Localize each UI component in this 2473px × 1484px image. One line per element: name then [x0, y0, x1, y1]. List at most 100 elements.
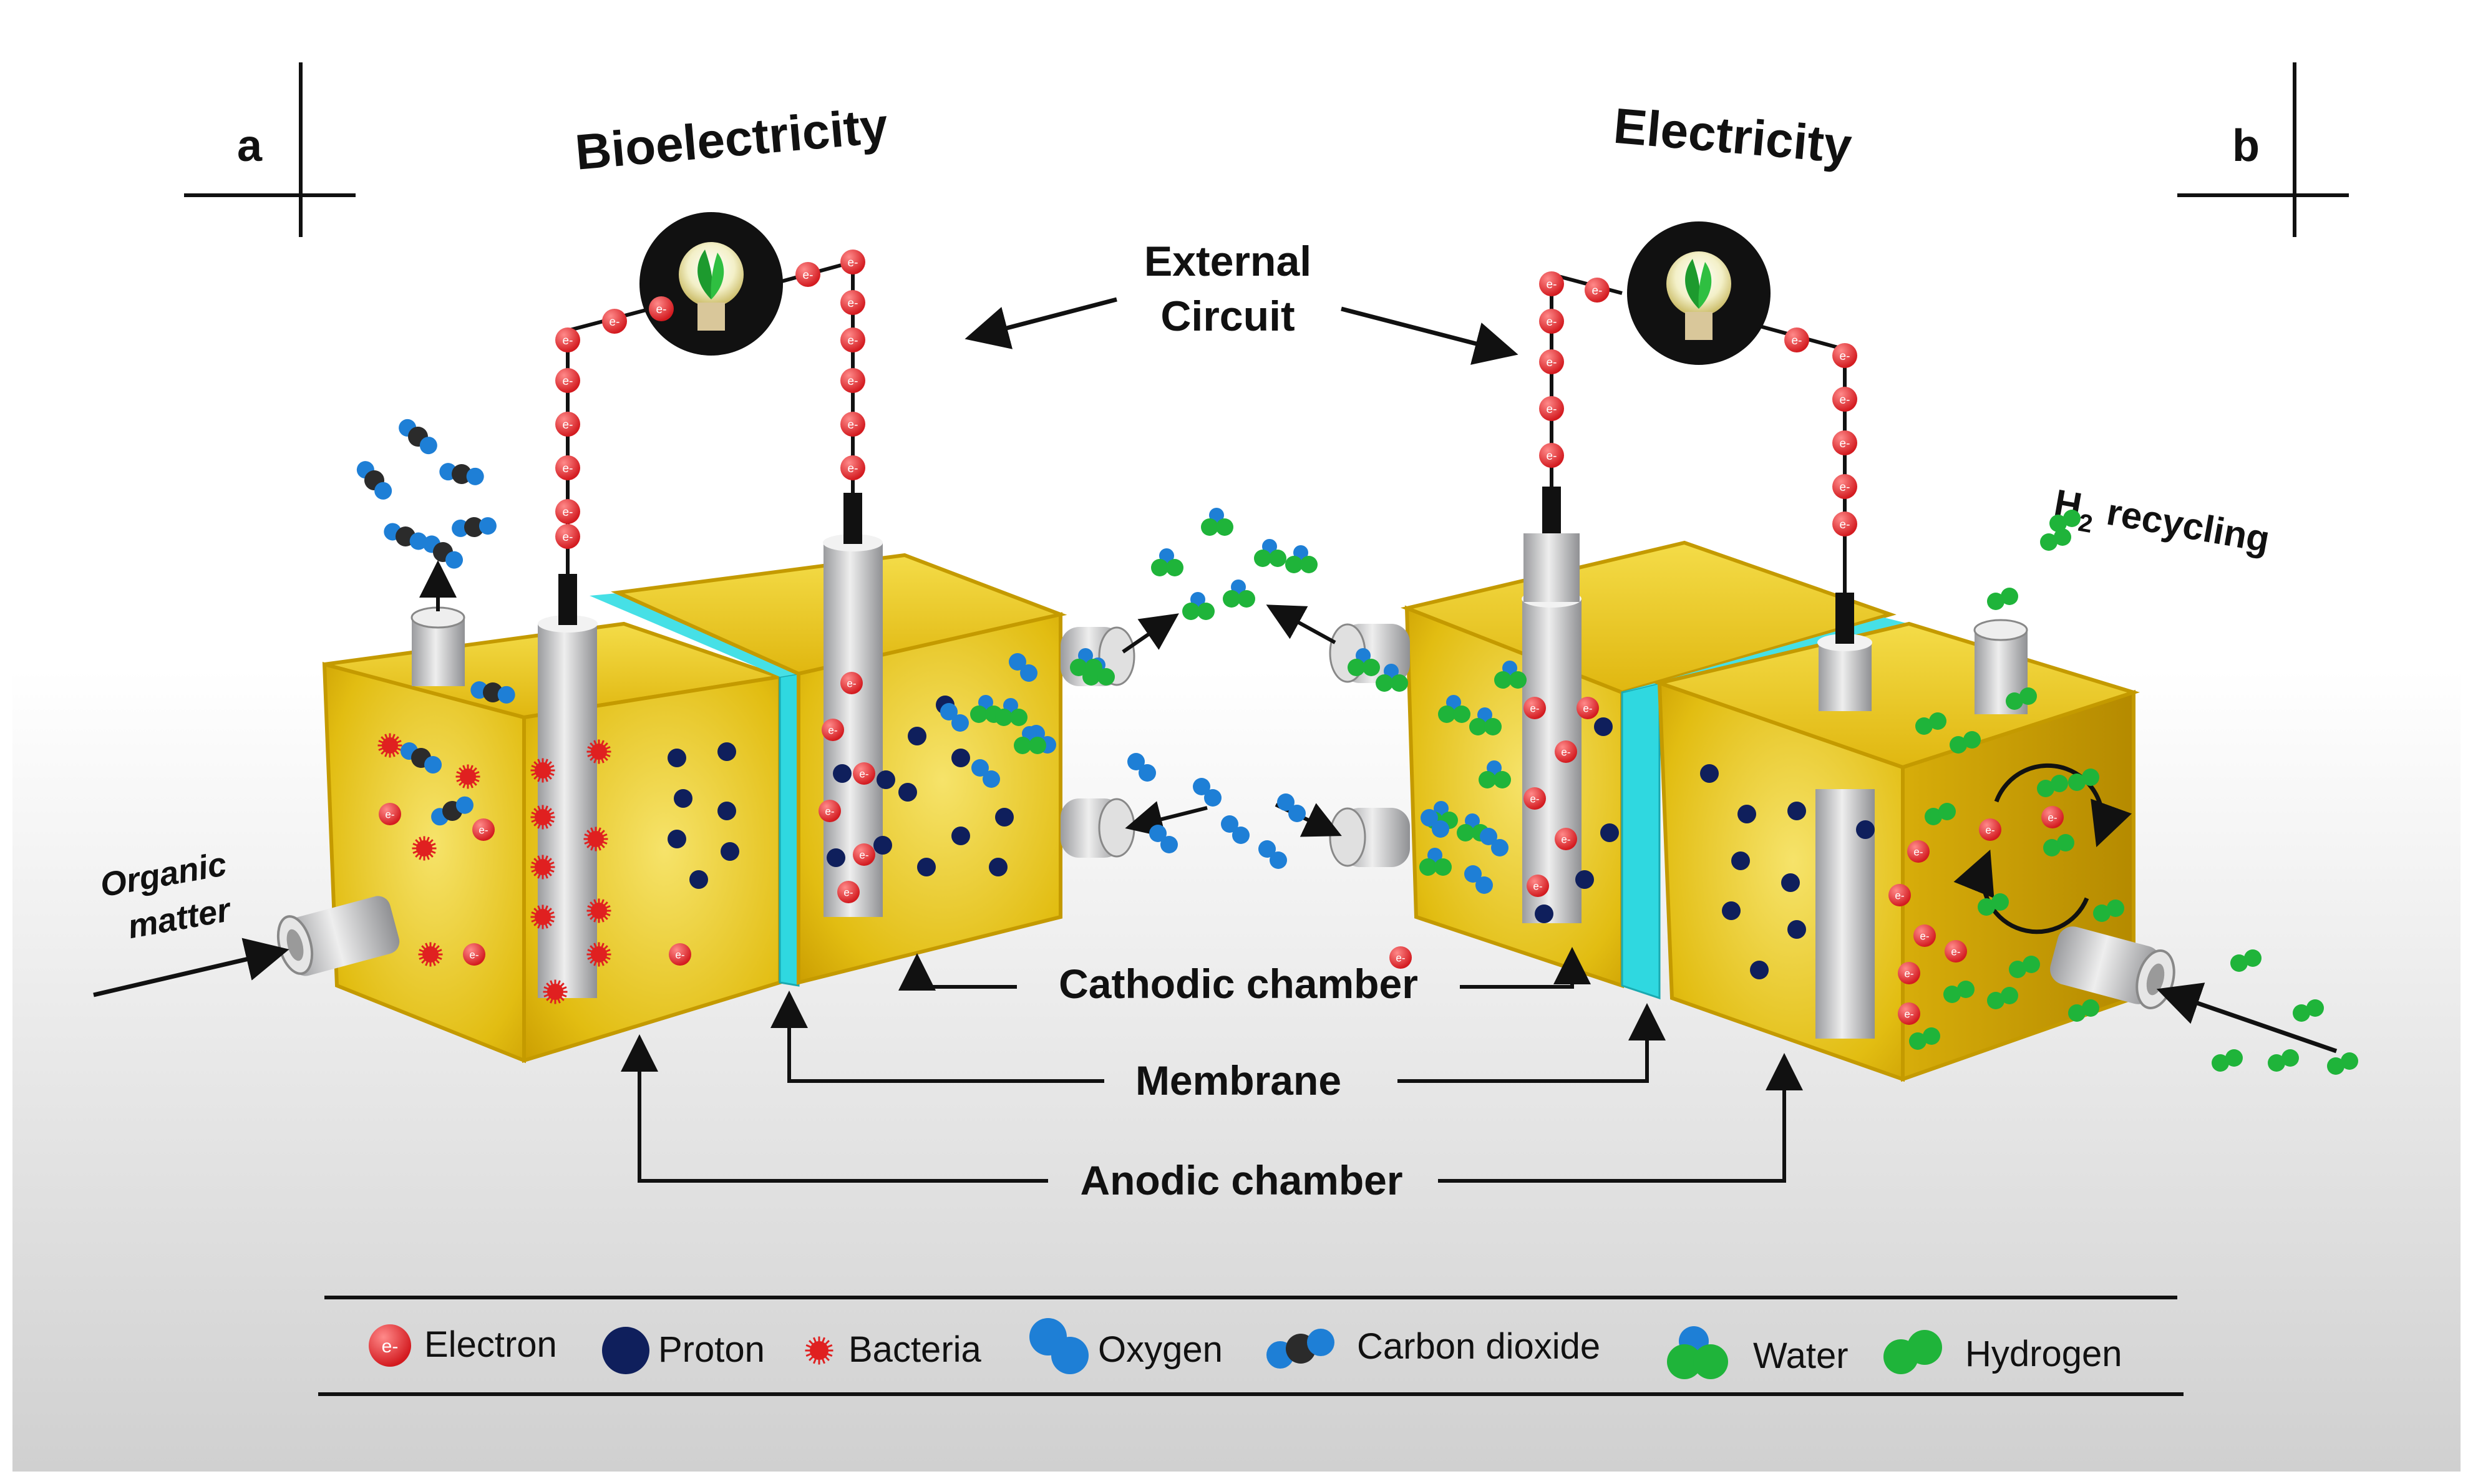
carbon-dioxide-molecule	[384, 523, 427, 550]
bacteria	[418, 942, 443, 967]
legend-bacteria-label: Bacteria	[848, 1329, 982, 1370]
hydrogen-molecule	[2212, 1049, 2243, 1072]
cell-a-membrane	[779, 672, 800, 987]
svg-text:e-: e-	[1792, 334, 1802, 347]
svg-text:e-: e-	[848, 419, 858, 432]
svg-text:e-: e-	[859, 768, 868, 780]
proton	[1856, 820, 1875, 839]
proton	[717, 742, 736, 761]
legend-oxygen: Oxygen	[1029, 1318, 1223, 1374]
electron: e-	[1539, 271, 1564, 296]
water-molecule	[1469, 707, 1502, 735]
particles: e-e-e-e-e-e-e-e-e-e-e-e-e-e-e-e-e-e-e-e-…	[356, 250, 2358, 1075]
water-molecule	[1419, 848, 1452, 876]
hydrogen-molecule	[1978, 893, 2009, 916]
panel-b-label: b	[2232, 121, 2260, 171]
anodic-chamber-label: Anodic chamber	[1080, 1157, 1402, 1203]
hydrogen-molecule	[2293, 999, 2324, 1022]
bacteria	[543, 979, 568, 1004]
proton	[674, 789, 692, 808]
carbon-dioxide-molecule	[470, 681, 515, 704]
carbon-dioxide-molecule	[452, 517, 497, 537]
svg-text:e-: e-	[1951, 946, 1960, 958]
co2-outlet-pipe	[411, 606, 465, 686]
bacteria	[805, 1336, 833, 1365]
anode-electrode-b	[1815, 593, 1875, 1039]
svg-text:e-: e-	[1840, 481, 1850, 494]
svg-text:e-: e-	[479, 824, 488, 836]
oxygen-molecule	[940, 703, 969, 732]
arrow-membrane-a	[770, 991, 1104, 1083]
electron: e-	[840, 290, 865, 315]
legend-electron: e- Electron	[369, 1324, 557, 1367]
arrow-organic-in	[93, 938, 289, 997]
svg-text:e-: e-	[1561, 746, 1570, 758]
oxygen-molecule	[1480, 828, 1509, 856]
svg-text:e-: e-	[1561, 833, 1570, 845]
oxygen-molecule	[1277, 793, 1306, 822]
svg-text:e-: e-	[859, 849, 868, 861]
electron: e-	[1898, 1002, 1920, 1025]
hydrogen-molecule	[1950, 731, 1981, 754]
electron: e-	[837, 881, 860, 903]
water-molecule	[995, 698, 1028, 726]
hydrogen-molecule	[2068, 769, 2099, 791]
carbon-dioxide-molecule	[431, 796, 474, 826]
arrow-cathodic-a	[898, 953, 1017, 991]
panel-b-marker: b	[2177, 62, 2349, 237]
arrow-h2-in	[2156, 982, 2338, 1054]
hydrogen-molecule	[2327, 1052, 2358, 1075]
electron: e-	[1945, 940, 1967, 963]
legend-water: Water	[1667, 1326, 1849, 1379]
svg-text:e-: e-	[1840, 350, 1850, 363]
oxygen-molecule	[1009, 653, 1037, 682]
proton	[689, 870, 708, 889]
electron: e-	[1539, 396, 1564, 421]
legend-carbon-dioxide: Carbon dioxide	[1266, 1326, 1600, 1369]
electron: e-	[822, 719, 844, 741]
hydrogen-molecule	[2043, 834, 2074, 856]
svg-text:e-: e-	[1904, 1008, 1913, 1020]
svg-text:e-: e-	[825, 805, 834, 817]
proton	[917, 858, 936, 876]
svg-text:e-: e-	[1904, 968, 1913, 979]
bacteria	[586, 898, 611, 923]
electron: e-	[819, 800, 841, 822]
svg-text:e-: e-	[1530, 702, 1539, 714]
electron: e-	[1539, 349, 1564, 374]
electron: e-	[1832, 512, 1857, 536]
cathodic-chamber-label: Cathodic chamber	[1059, 961, 1418, 1007]
proton	[1787, 920, 1806, 939]
proton	[951, 749, 970, 767]
hydrogen-molecule	[2049, 510, 2081, 532]
electron: e-	[1898, 962, 1920, 984]
arrow-circuit-right	[1341, 306, 1518, 365]
organic-inlet-pipe	[276, 896, 400, 976]
legend-hydrogen: Hydrogen	[1883, 1330, 2122, 1374]
electron: e-	[1832, 430, 1857, 455]
proton	[721, 842, 739, 861]
electron: e-	[1527, 875, 1549, 897]
proton	[1750, 961, 1769, 979]
svg-text:e-: e-	[469, 949, 479, 961]
anode-electrode-a	[538, 574, 598, 998]
electron: e-	[1523, 697, 1546, 719]
proton	[1737, 805, 1756, 823]
electron: e-	[840, 412, 865, 437]
electron: e-	[840, 368, 865, 393]
svg-text:e-: e-	[2048, 812, 2057, 823]
arrow-water-out-b	[1266, 604, 1336, 644]
arrow-anodic-a	[621, 1034, 1048, 1183]
svg-text:e-: e-	[1547, 356, 1557, 369]
hydrogen-molecule	[1943, 981, 1975, 1003]
carbon-dioxide-molecule	[356, 461, 392, 500]
h2-inlet-pipe	[2050, 926, 2175, 1009]
electron: e-	[555, 327, 580, 352]
hydrogen-molecule	[2230, 949, 2262, 972]
water-molecule	[1348, 648, 1380, 676]
electron: e-	[555, 455, 580, 480]
electron: e-	[379, 803, 401, 825]
electron: e-	[1577, 697, 1599, 719]
